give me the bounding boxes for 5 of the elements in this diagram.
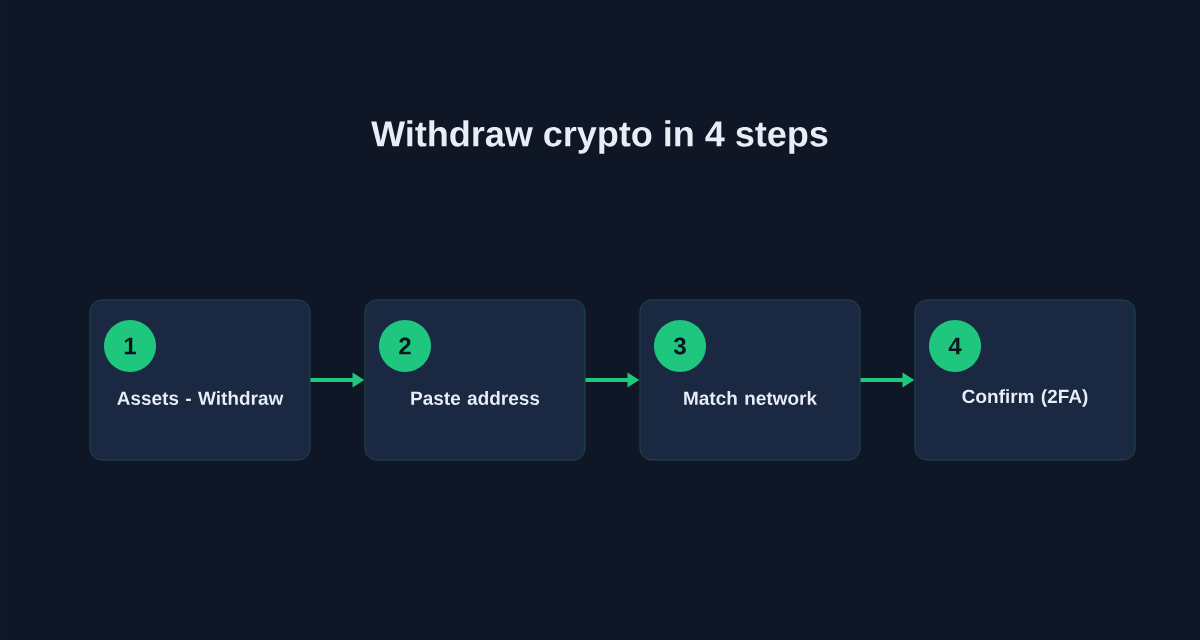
step-number: 4 — [929, 320, 981, 372]
title: Withdraw crypto in 4 steps — [371, 120, 828, 154]
step-number: 3 — [654, 320, 706, 372]
step-number: 1 — [104, 320, 156, 372]
step-number: 2 — [379, 320, 431, 372]
